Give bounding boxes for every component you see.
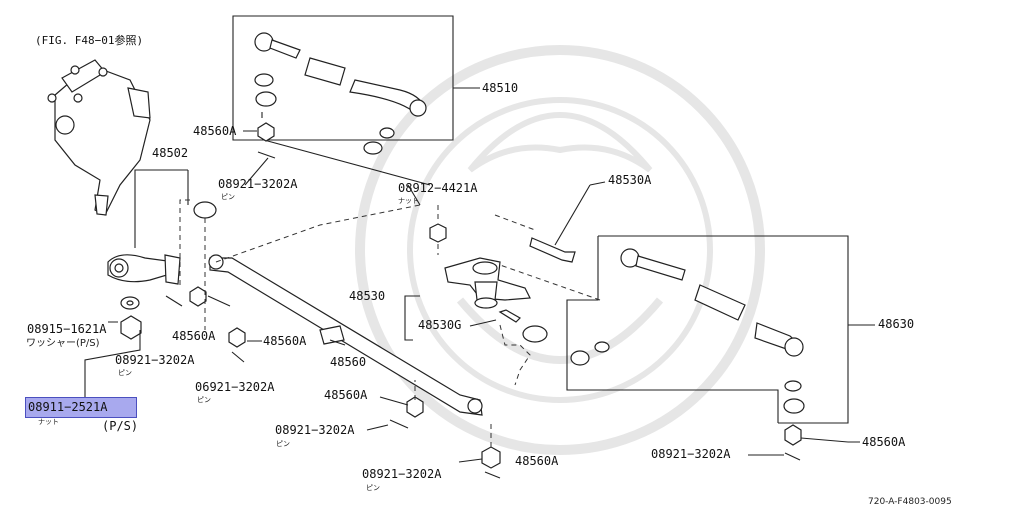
- leader-08911: [84, 321, 141, 398]
- label-08921-top[interactable]: 08921−3202A: [218, 177, 298, 191]
- label-48502[interactable]: 48502: [152, 146, 189, 160]
- label-48560A-right[interactable]: 48560A: [862, 435, 906, 449]
- label-48560A-low[interactable]: 48560A: [324, 388, 368, 402]
- label-48530A[interactable]: 48530A: [608, 173, 652, 187]
- boot-upper: [363, 141, 383, 155]
- pin-top-note: ピン: [221, 193, 235, 201]
- bolt-48530G: [498, 309, 521, 323]
- box-48630: [566, 235, 849, 424]
- ps-08911-note: (P/S): [102, 419, 139, 433]
- reference-note: (FIG. F48−01参照): [35, 34, 144, 47]
- pin-top: [257, 151, 276, 159]
- pin-06921-note: ピン: [197, 396, 211, 404]
- label-48530[interactable]: 48530: [349, 289, 386, 303]
- label-48560A-top[interactable]: 48560A: [193, 124, 237, 138]
- watermark-emblem: [355, 45, 765, 455]
- box-48510: [232, 15, 454, 141]
- washer-upper: [379, 127, 395, 139]
- label-08912[interactable]: 08912−4421A: [398, 181, 478, 195]
- leader-48530: [404, 295, 420, 341]
- bushing-48530: [522, 325, 548, 343]
- pin-bottom: [484, 471, 501, 479]
- leader-48502: [134, 169, 188, 248]
- pin-bottom-note: ピン: [366, 484, 380, 492]
- tie-rod-end-upper: [254, 32, 427, 117]
- nut-08911-note: ナット: [38, 418, 59, 426]
- diagram-code: 720-A-F4803-0095: [868, 497, 952, 507]
- pin-mid: [165, 295, 183, 307]
- label-48630[interactable]: 48630: [878, 317, 915, 331]
- label-06921[interactable]: 06921−3202A: [195, 380, 275, 394]
- pin-low1-note: ピン: [276, 440, 290, 448]
- bolt-48530A: [529, 237, 576, 263]
- nut-08911: [120, 315, 142, 340]
- nut-48560A-bottom: [481, 446, 501, 469]
- label-48510[interactable]: 48510: [482, 81, 519, 95]
- label-48560A-bottom[interactable]: 48560A: [515, 454, 559, 468]
- label-08921-low1[interactable]: 08921−3202A: [275, 423, 355, 437]
- nut-48560A-top: [257, 122, 275, 142]
- label-48560A-mid2[interactable]: 48560A: [263, 334, 307, 348]
- label-08921-right[interactable]: 08921−3202A: [651, 447, 731, 461]
- label-48560[interactable]: 48560: [330, 355, 367, 369]
- label-48530G[interactable]: 48530G: [418, 318, 462, 332]
- steering-gearbox: [47, 59, 151, 216]
- label-08921-bottom[interactable]: 08921−3202A: [362, 467, 442, 481]
- nut-08912: [429, 223, 447, 243]
- relay-rod: [208, 254, 483, 416]
- label-08911[interactable]: 08911−2521A: [28, 400, 108, 414]
- boot-48502: [193, 201, 217, 219]
- tie-rod-end-right: [620, 248, 805, 414]
- nut-48560A-right: [784, 424, 802, 446]
- pin-right: [784, 452, 801, 461]
- idler-arm: [444, 257, 531, 309]
- label-08921-mid[interactable]: 08921−3202A: [115, 353, 195, 367]
- pin-low1: [389, 419, 409, 429]
- label-48560A-mid1[interactable]: 48560A: [172, 329, 216, 343]
- pin-06921: [231, 351, 245, 363]
- pitman-arm: [107, 254, 181, 285]
- washer-ps-note: ワッシャー(P/S): [26, 338, 100, 349]
- boot-right: [570, 350, 590, 366]
- nut-48560A-mid2: [228, 327, 246, 348]
- pin-mid-note: ピン: [118, 369, 132, 377]
- washer-right: [594, 341, 610, 353]
- label-08915[interactable]: 08915−1621A: [27, 322, 107, 336]
- nut-48560A-mid1: [189, 286, 207, 307]
- highlighted-part-box[interactable]: [25, 397, 137, 418]
- nut-08912-note: ナット: [398, 197, 419, 205]
